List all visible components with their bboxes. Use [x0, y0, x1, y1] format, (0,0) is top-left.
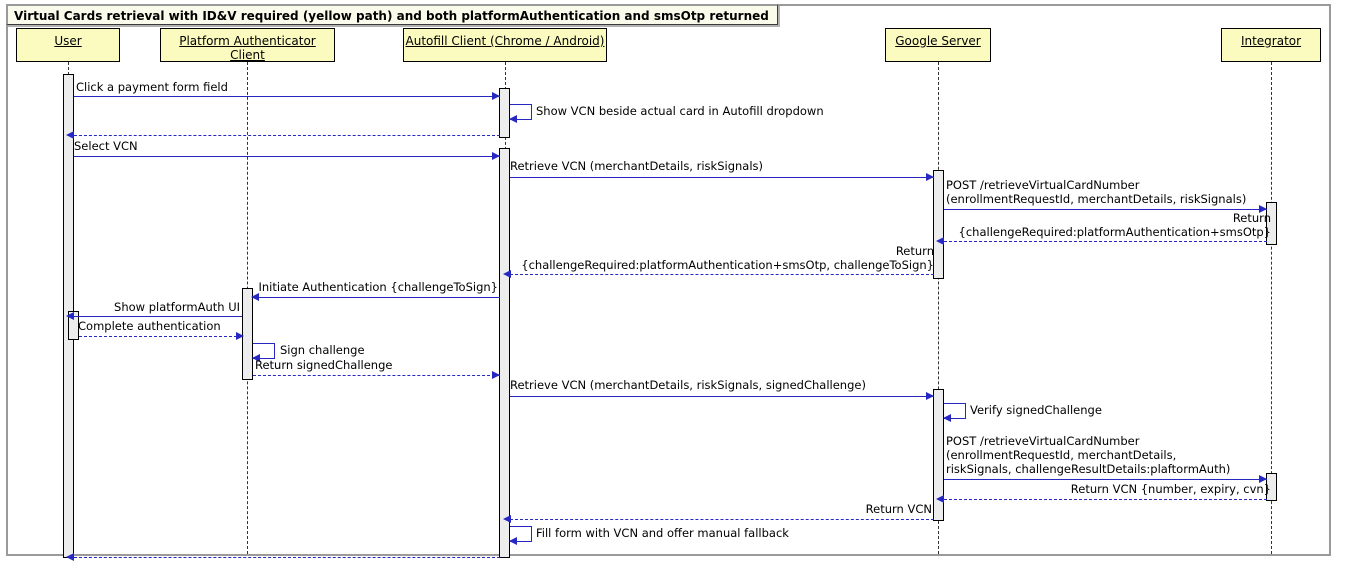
message-arrowhead-m1 [492, 92, 500, 100]
message-label-m8: Return {challengeRequired:platformAuthen… [512, 244, 934, 272]
activation-autofill-1 [499, 88, 510, 138]
self-message-m15 [943, 403, 966, 422]
participant-platform-authenticator-client[interactable]: Platform Authenticator Client [160, 28, 335, 62]
message-line-m4 [74, 156, 500, 157]
message-line-m1 [74, 96, 500, 97]
message-line-m7 [944, 241, 1267, 242]
message-line-m10 [74, 316, 242, 317]
message-arrowhead-m6 [1259, 205, 1267, 213]
participant-autofill-client-label: Autofill Client (Chrome / Android) [405, 34, 605, 48]
message-label-m13: Return signedChallenge [255, 358, 393, 372]
participant-user-label: User [54, 34, 82, 48]
message-label-m19: Fill form with VCN and offer manual fall… [536, 526, 789, 540]
participant-autofill-client[interactable]: Autofill Client (Chrome / Android) [403, 28, 607, 62]
message-label-m14: Retrieve VCN (merchantDetails, riskSigna… [510, 378, 866, 392]
message-arrowhead-m13 [492, 371, 500, 379]
message-arrowhead-m3 [66, 131, 74, 139]
message-arrowhead-m20 [66, 553, 74, 561]
message-line-m8 [510, 274, 934, 275]
message-line-m14 [510, 396, 934, 397]
participant-user[interactable]: User [16, 28, 120, 62]
message-line-m16 [944, 479, 1267, 480]
message-label-m4: Select VCN [74, 139, 138, 153]
message-label-m18: Return VCN [865, 502, 932, 516]
message-label-m2: Show VCN beside actual card in Autofill … [536, 104, 824, 118]
lifeline-google [938, 62, 939, 554]
activation-user-nested [68, 311, 79, 340]
message-line-m13 [253, 375, 500, 376]
message-label-m6-line2: (enrollmentRequestId, merchantDetails, r… [946, 192, 1247, 206]
self-message-m2 [509, 104, 532, 123]
message-label-m8-line1: Return [895, 244, 934, 258]
message-line-m5 [510, 177, 934, 178]
message-arrowhead-m4 [492, 152, 500, 160]
message-arrowhead-m9 [251, 293, 259, 301]
activation-google-2 [933, 389, 944, 521]
message-label-m16: POST /retrieveVirtualCardNumber (enrollm… [946, 434, 1230, 476]
message-label-m9: Initiate Authentication {challengeToSign… [258, 280, 498, 294]
message-arrowhead-m18 [503, 515, 511, 523]
message-arrowhead-m5 [926, 173, 934, 181]
message-label-m6-line1: POST /retrieveVirtualCardNumber [946, 178, 1140, 192]
message-line-m18 [510, 519, 934, 520]
message-label-m6: POST /retrieveVirtualCardNumber (enrollm… [946, 178, 1246, 206]
self-message-arrowhead-m19 [509, 537, 517, 545]
message-arrowhead-m7 [936, 237, 944, 245]
self-message-arrowhead-m2 [509, 115, 517, 123]
message-line-m3 [74, 135, 500, 136]
self-message-arrowhead-m15 [943, 414, 951, 422]
participant-platform-authenticator-client-label: Platform Authenticator Client [179, 34, 316, 62]
message-label-m10: Show platformAuth UI [114, 300, 240, 314]
message-label-m8-line2: {challengeRequired:platformAuthenticatio… [521, 258, 934, 272]
message-arrowhead-m17 [936, 495, 944, 503]
activation-integrator-2 [1266, 473, 1277, 501]
message-label-m7-line2: {challengeRequired:platformAuthenticatio… [958, 225, 1271, 239]
message-line-m6 [944, 209, 1267, 210]
participant-integrator[interactable]: Integrator [1221, 28, 1321, 62]
self-message-m19 [509, 526, 532, 545]
message-line-m17 [944, 499, 1267, 500]
self-message-m12 [252, 343, 275, 362]
message-arrowhead-m8 [503, 270, 511, 278]
message-label-m7: Return {challengeRequired:platformAuthen… [946, 211, 1271, 239]
participant-google-server-label: Google Server [895, 34, 981, 48]
message-line-m11 [79, 336, 242, 337]
message-line-m20 [74, 557, 500, 558]
activation-autofill-2 [499, 148, 510, 558]
message-arrowhead-m11 [236, 332, 244, 340]
message-label-m5: Retrieve VCN (merchantDetails, riskSigna… [510, 159, 763, 173]
activation-integrator-1 [1266, 202, 1277, 245]
message-arrowhead-m10 [66, 312, 74, 320]
message-line-m9 [259, 297, 500, 298]
diagram-title: Virtual Cards retrieval with ID&V requir… [6, 4, 778, 25]
message-label-m12: Sign challenge [280, 343, 365, 357]
message-label-m11: Complete authentication [78, 319, 221, 333]
lifeline-integrator [1271, 62, 1272, 554]
self-message-arrowhead-m12 [252, 354, 260, 362]
message-arrowhead-m14 [926, 392, 934, 400]
message-label-m7-line1: Return [1232, 211, 1271, 225]
activation-google-1 [933, 170, 944, 279]
participant-google-server[interactable]: Google Server [885, 28, 991, 62]
message-label-m17: Return VCN {number, expiry, cvn} [1070, 482, 1271, 496]
message-label-m15: Verify signedChallenge [970, 403, 1102, 417]
message-arrowhead-m16 [1259, 475, 1267, 483]
message-label-m1: Click a payment form field [76, 80, 228, 94]
message-label-m16-line3: riskSignals, challengeResultDetails:plaf… [946, 462, 1231, 476]
message-label-m16-line2: (enrollmentRequestId, merchantDetails, [946, 448, 1177, 462]
participant-integrator-label: Integrator [1240, 34, 1302, 48]
message-label-m16-line1: POST /retrieveVirtualCardNumber [946, 434, 1140, 448]
